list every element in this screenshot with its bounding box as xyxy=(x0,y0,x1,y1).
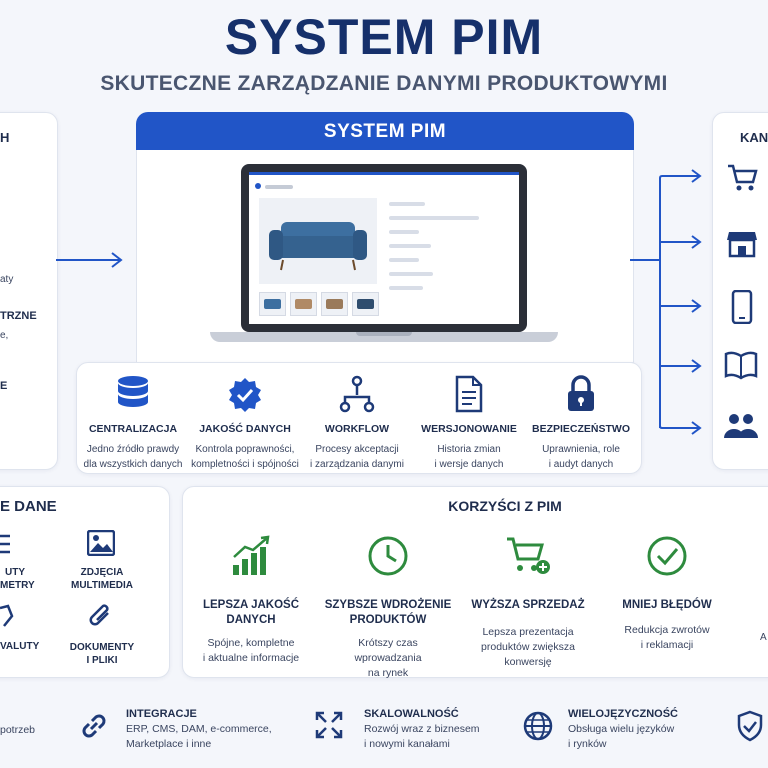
benefits-panel xyxy=(182,486,768,678)
thumbnail-1 xyxy=(259,292,286,316)
data-type-currency: VALUTY xyxy=(0,641,40,652)
quality-badge-icon xyxy=(229,378,261,412)
globe-icon xyxy=(523,711,553,741)
product-image xyxy=(259,198,377,284)
image-icon xyxy=(87,530,115,556)
benefits-heading: KORZYŚCI Z PIM xyxy=(448,498,562,514)
benefits-edge-fragment: A xyxy=(760,632,767,643)
data-types-heading: E DANE xyxy=(0,498,57,515)
shield-check-icon xyxy=(737,710,763,742)
growth-chart-icon xyxy=(233,535,270,575)
feature-jakosc: JAKOŚĆ DANYCH Kontrola poprawności,kompl… xyxy=(189,363,301,472)
pim-panel-header: SYSTEM PIM xyxy=(136,112,634,152)
channel-arrows xyxy=(630,169,702,435)
data-sources-panel xyxy=(0,112,58,470)
clock-icon xyxy=(368,536,408,576)
tag-icon xyxy=(0,604,14,627)
page-title: SYSTEM PIM xyxy=(224,9,544,65)
cart-icon xyxy=(728,164,758,191)
data-types-panel xyxy=(0,486,170,678)
page-subtitle: SKUTECZNE ZARZĄDZANIE DANYMI PRODUKTOWYM… xyxy=(100,72,668,95)
paperclip-icon xyxy=(89,604,109,626)
data-sources-heading-3: E xyxy=(0,380,8,392)
data-sources-heading: H xyxy=(0,130,10,145)
channels-heading: KAN xyxy=(740,130,768,145)
thumbnail-3 xyxy=(321,292,348,316)
data-sources-heading-2: TRZNE xyxy=(0,310,37,322)
data-sources-text-1: aty xyxy=(0,274,14,285)
database-icon xyxy=(118,376,148,407)
laptop-display xyxy=(249,172,519,324)
check-circle-icon xyxy=(647,536,687,576)
catalog-icon xyxy=(724,351,758,380)
cart-plus-icon xyxy=(507,537,550,574)
store-icon xyxy=(727,232,757,258)
mobile-icon xyxy=(731,290,753,324)
laptop-notch xyxy=(356,332,412,336)
bottom-left-fragment: potrzeb xyxy=(0,724,36,736)
feature-integrations: INTEGRACJE ERP, CMS, DAM, e-commerce,Mar… xyxy=(126,708,272,750)
expand-icon xyxy=(315,711,343,739)
thumbnail-4 xyxy=(352,292,379,316)
thumbnail-2 xyxy=(290,292,317,316)
laptop-base xyxy=(210,332,558,342)
sofa-icon xyxy=(269,222,367,271)
data-sources-text-2: e, xyxy=(0,330,9,341)
link-icon xyxy=(82,714,106,738)
lock-icon xyxy=(568,375,594,411)
workflow-icon xyxy=(339,375,375,413)
list-icon xyxy=(0,534,10,554)
users-icon xyxy=(724,414,758,438)
document-icon xyxy=(455,375,483,413)
input-arrow-icon xyxy=(56,252,123,268)
